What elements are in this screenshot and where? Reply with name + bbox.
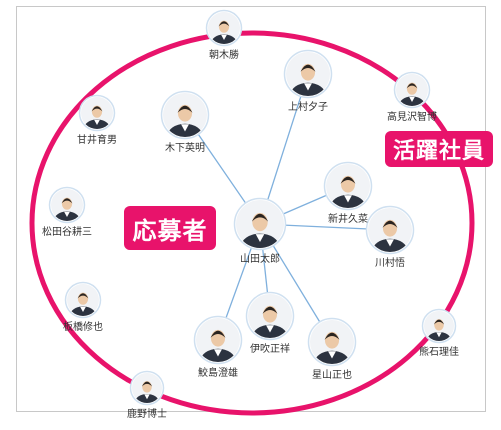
person-name: 川村悟 <box>375 258 405 269</box>
person-name: 朝木勝 <box>209 50 239 61</box>
other-avatar <box>129 370 165 406</box>
connected-avatar <box>323 161 373 211</box>
person-name: 熊石理佳 <box>419 347 459 358</box>
employee-label: 活躍社員 <box>385 131 493 167</box>
other-avatar <box>48 186 86 224</box>
person-name: 高見沢智博 <box>387 112 437 123</box>
person-name: 星山正也 <box>312 370 352 381</box>
person-name: 伊吹正祥 <box>250 344 290 355</box>
person-name: 新井久菜 <box>328 214 368 225</box>
other-avatar <box>64 281 102 319</box>
connected-avatar <box>160 90 210 140</box>
connected-avatar <box>307 317 357 367</box>
connected-avatar <box>365 205 415 255</box>
person-name: 鮫島澄雄 <box>198 368 238 379</box>
person-name: 上村夕子 <box>288 102 328 113</box>
other-avatar <box>421 308 457 344</box>
node-layer <box>48 9 457 406</box>
person-name: 鹿野博士 <box>127 409 167 420</box>
person-name: 甘井育男 <box>77 135 117 146</box>
other-avatar <box>78 94 116 132</box>
person-name: 板橋修也 <box>63 322 103 333</box>
person-name: 木下英明 <box>165 143 205 154</box>
connected-avatar <box>193 315 243 365</box>
center-avatar <box>233 197 287 251</box>
applicant-label: 応募者 <box>124 206 216 250</box>
employee-circle <box>29 30 475 416</box>
connected-avatar <box>245 291 295 341</box>
connected-avatar <box>283 49 333 99</box>
other-avatar <box>393 71 431 109</box>
person-name: 山田太郎 <box>240 254 280 265</box>
person-name: 松田谷耕三 <box>42 227 92 238</box>
other-avatar <box>205 9 243 47</box>
